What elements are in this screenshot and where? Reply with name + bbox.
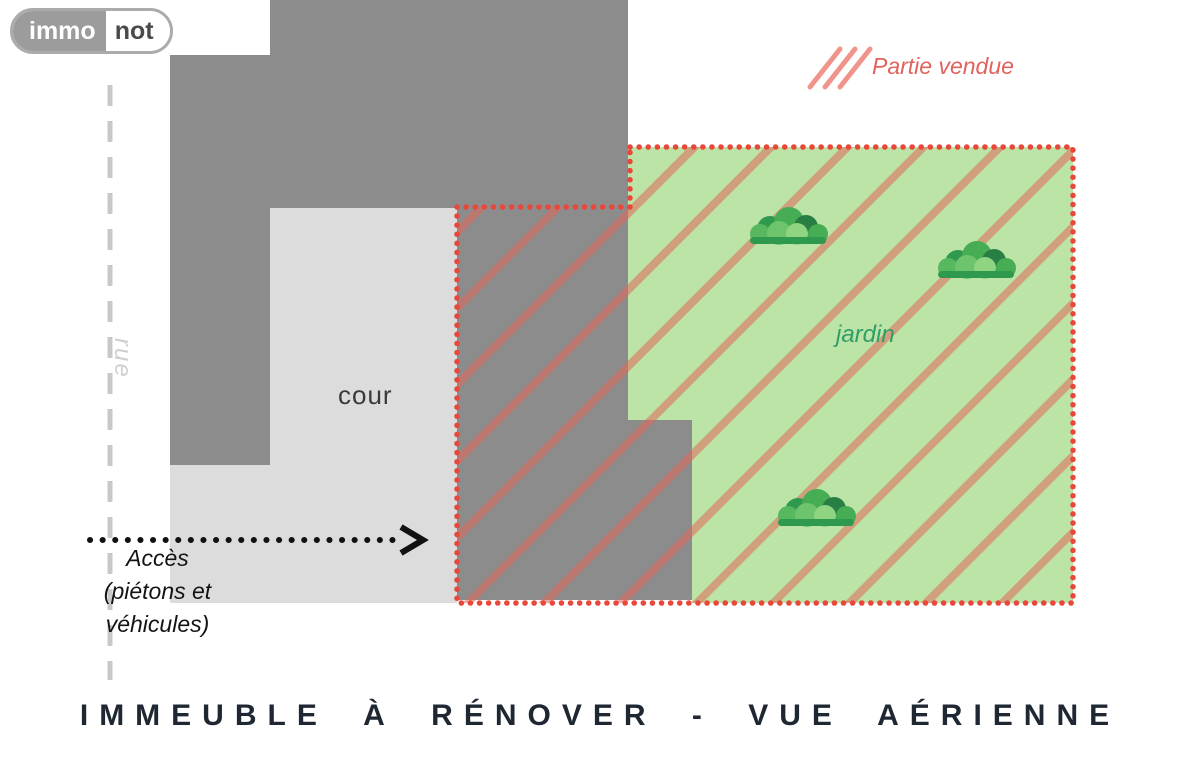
logo-not-text: not xyxy=(105,11,170,51)
courtyard-label: cour xyxy=(338,380,393,410)
street-label: rue xyxy=(109,338,136,379)
immonot-logo: immo not xyxy=(10,8,173,54)
access-label: Accès (piétons et véhicules) xyxy=(75,542,240,641)
access-label-line2: (piétons et xyxy=(103,578,212,604)
legend-label: Partie vendue xyxy=(872,53,1014,79)
access-label-line1: Accès xyxy=(126,545,189,571)
access-label-line3: véhicules) xyxy=(105,611,210,637)
legend-hatch-icon xyxy=(807,46,873,90)
logo-immo-text: immo xyxy=(13,11,106,51)
garden-label: jardin xyxy=(836,321,895,348)
page-title: IMMEUBLE À RÉNOVER - VUE AÉRIENNE xyxy=(79,699,1121,732)
sold-area-hatch xyxy=(457,147,1073,603)
